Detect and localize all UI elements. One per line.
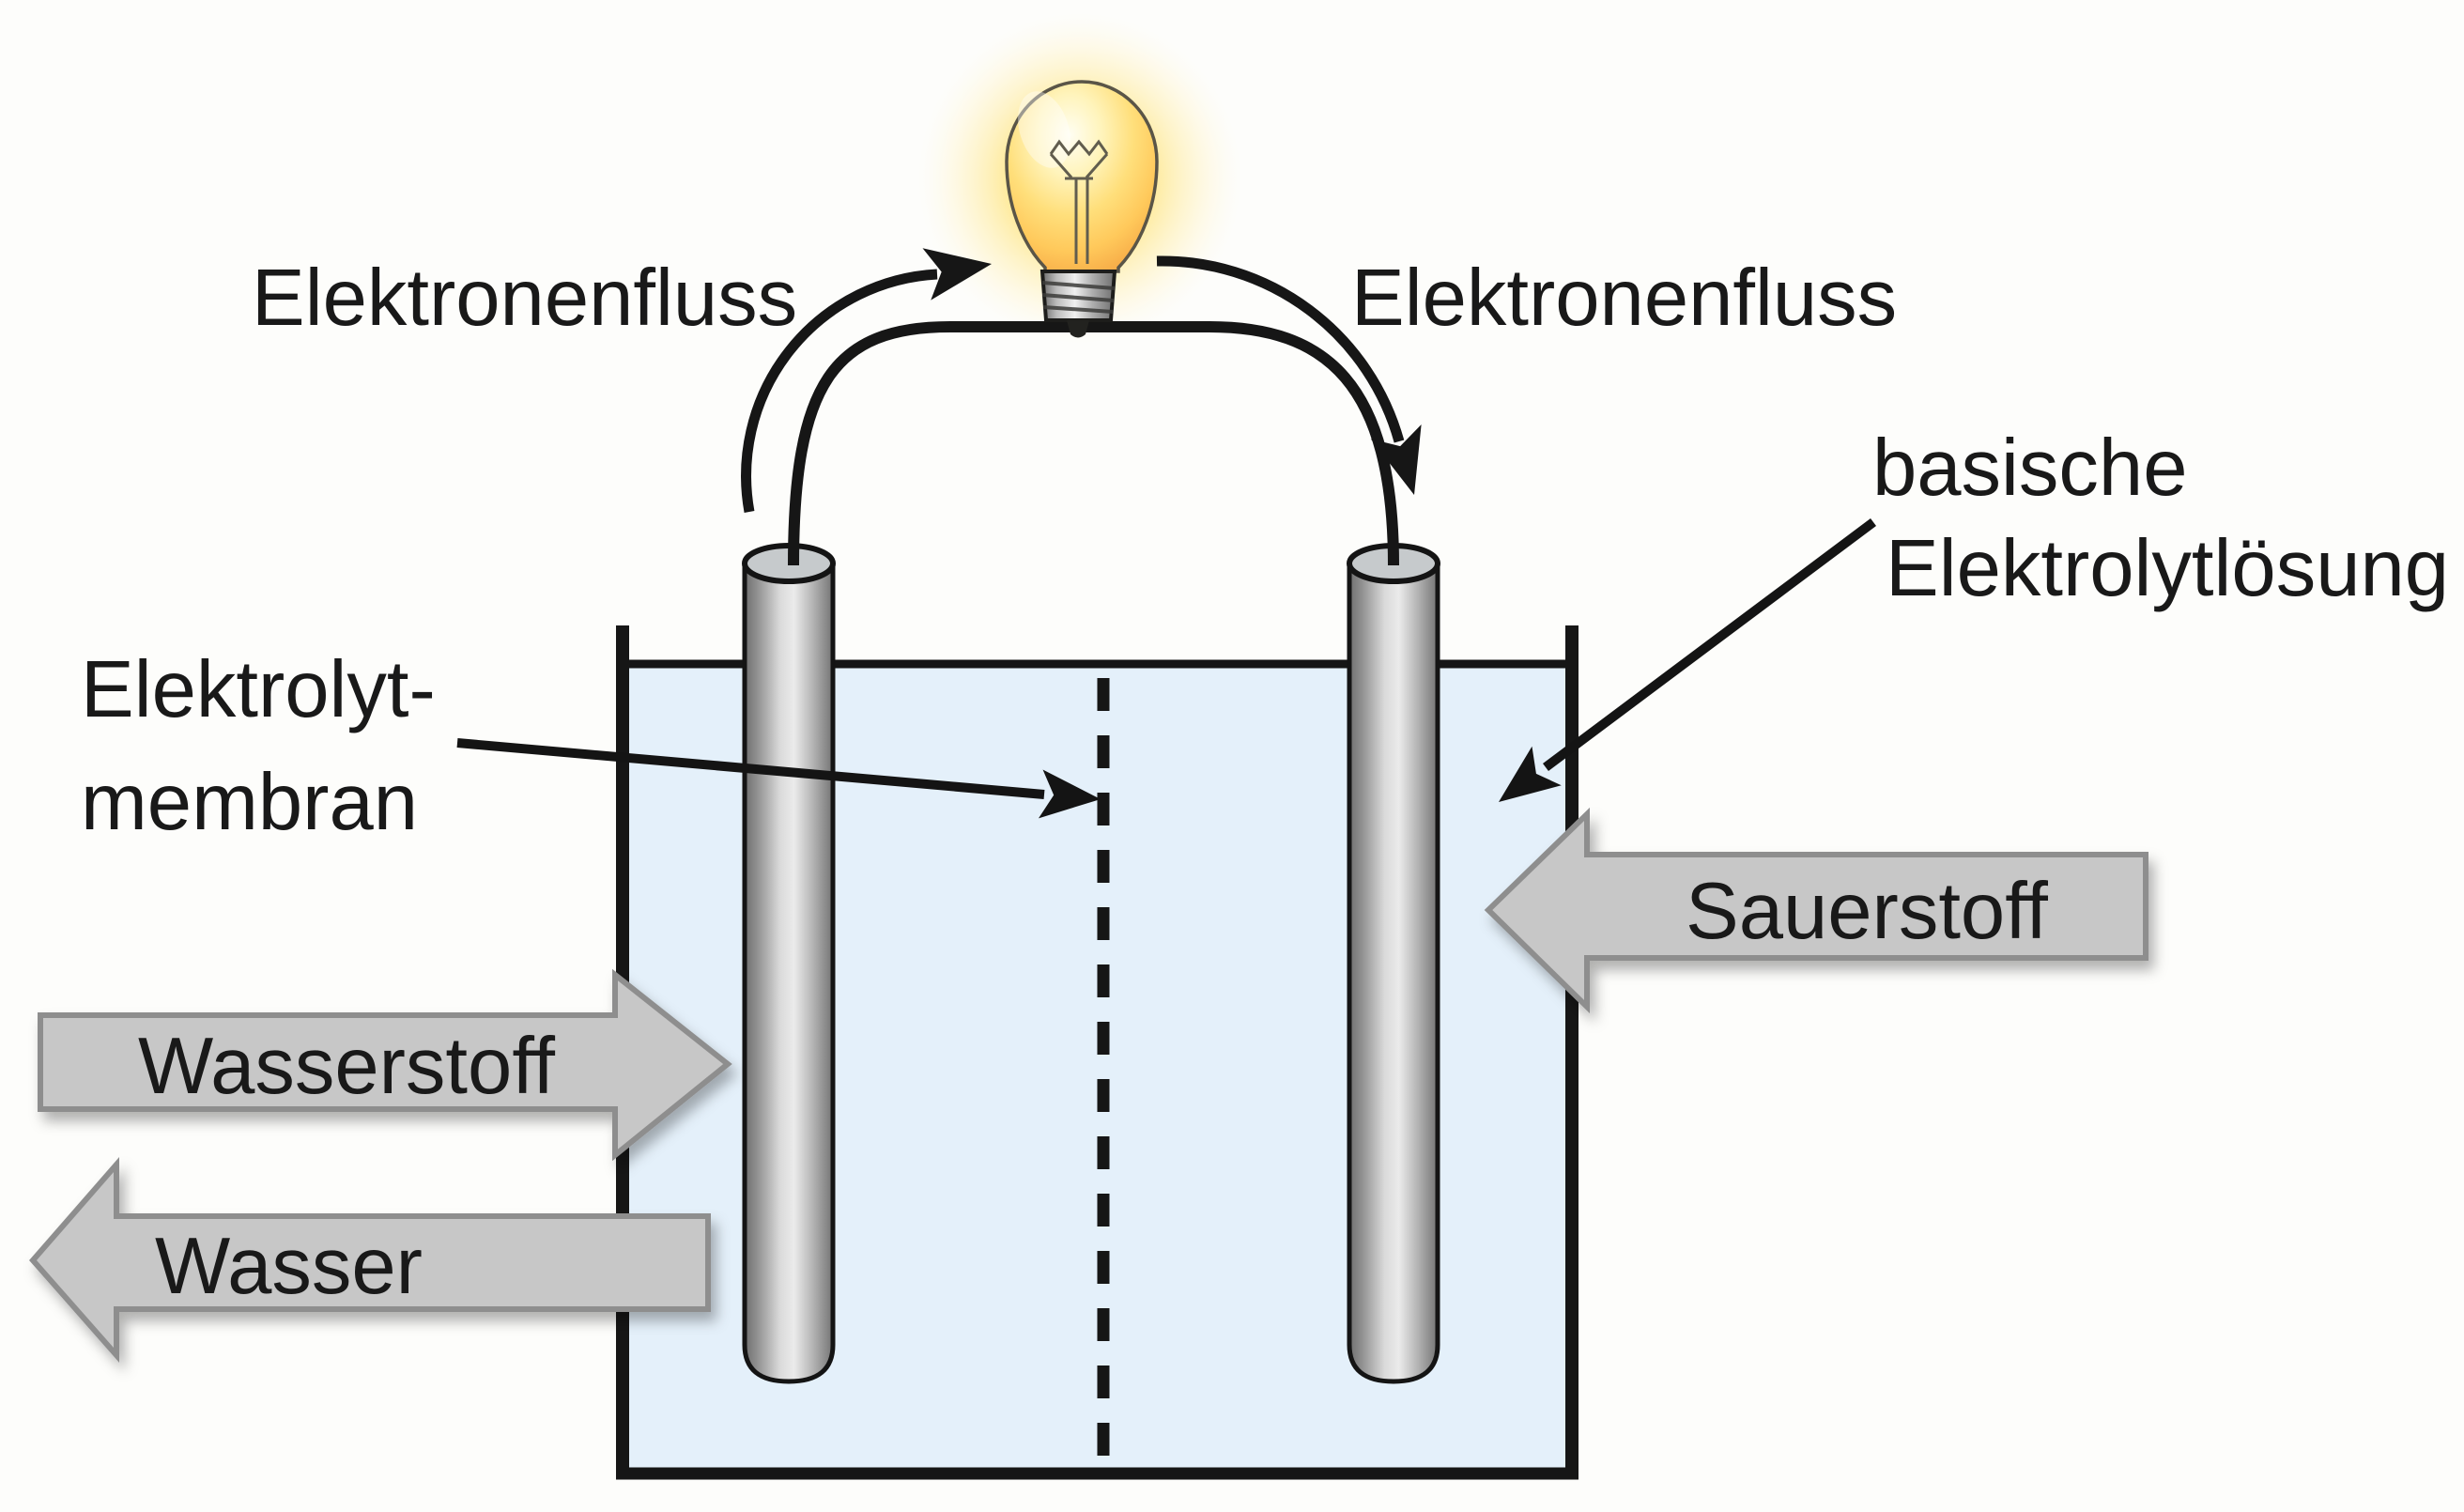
circuit-wire bbox=[788, 321, 1399, 566]
label-oxygen: Sauerstoff bbox=[1686, 867, 2048, 956]
label-electron-flow-left: Elektronenfluss bbox=[252, 254, 798, 343]
label-membrane-line2: membran bbox=[81, 758, 419, 847]
electrode-left bbox=[742, 543, 836, 1384]
label-water: Wasser bbox=[155, 1222, 423, 1311]
bulb-screw-threads bbox=[1041, 281, 1116, 314]
label-hydrogen: Wasserstoff bbox=[138, 1022, 556, 1111]
bulb-highlight bbox=[1018, 91, 1070, 168]
electrode-right bbox=[1347, 543, 1440, 1384]
electron-flow-arc-right bbox=[1156, 255, 1422, 495]
membrane-pointer-arrow bbox=[456, 738, 1101, 819]
bulb-glass bbox=[1005, 80, 1159, 273]
oxygen-arrow bbox=[1484, 807, 2148, 1014]
light-bulb-icon bbox=[1005, 80, 1159, 338]
water-arrow bbox=[29, 1156, 711, 1363]
label-membrane-line1: Elektrolyt- bbox=[81, 645, 436, 734]
electrolyte-pointer-arrow bbox=[1499, 517, 1876, 802]
flow-arrows bbox=[29, 807, 2148, 1363]
label-electron-flow-right: Elektronenfluss bbox=[1351, 254, 1898, 343]
label-basic-electrolyte-line1: basische bbox=[1872, 424, 2188, 513]
hydrogen-arrow bbox=[38, 968, 732, 1162]
electron-flow-arc-left bbox=[741, 248, 992, 513]
bulb-contact-tip bbox=[1067, 320, 1089, 338]
bulb-filament bbox=[1049, 139, 1109, 264]
label-basic-electrolyte-line2: Elektrolytlösung bbox=[1886, 524, 2450, 613]
